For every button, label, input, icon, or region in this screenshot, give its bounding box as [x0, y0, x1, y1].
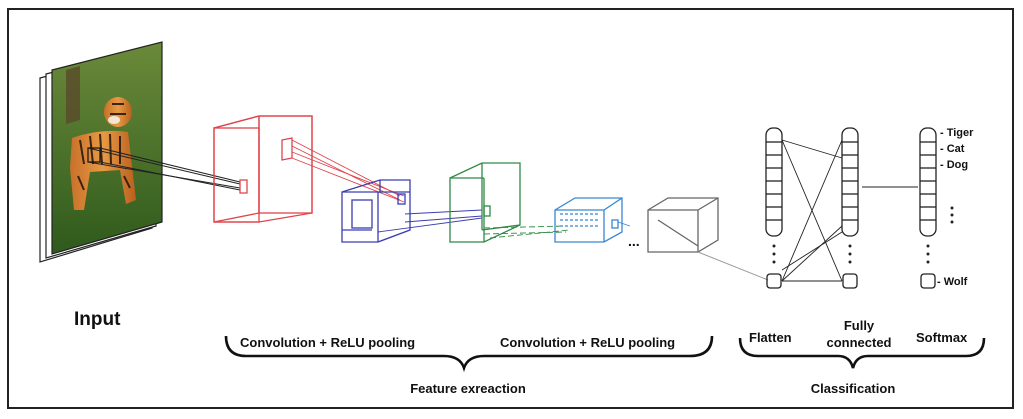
conv1-block	[213, 115, 313, 223]
ellipsis: ...	[628, 233, 640, 249]
group-label-classification: Classification	[811, 381, 896, 396]
output-label-tiger: - Tiger	[940, 127, 974, 139]
flatten-column	[765, 127, 783, 289]
fc-column	[841, 127, 859, 289]
input-to-conv1-lines	[87, 147, 241, 191]
tiger-photo	[51, 41, 163, 255]
conv2-to-pool2-lines	[483, 225, 571, 239]
softmax-dots	[926, 206, 954, 264]
input-image-stack	[39, 41, 163, 263]
stage-label-connected: connected	[826, 335, 891, 350]
stage-label-conv-pool-2: Convolution + ReLU pooling	[500, 335, 675, 350]
conv2-block	[449, 162, 521, 243]
flatten-fc-connections	[781, 139, 843, 282]
output-label-cat: - Cat	[940, 143, 965, 155]
stage-label-flatten: Flatten	[749, 330, 792, 345]
diagram-frame	[7, 8, 1014, 409]
final-to-flatten-line	[697, 251, 769, 281]
classification-brace	[738, 337, 986, 369]
input-label: Input	[74, 309, 121, 330]
stage-label-softmax: Softmax	[916, 330, 968, 345]
group-label-feature: Feature exreaction	[410, 381, 526, 396]
feature-brace	[224, 335, 714, 373]
stage-label-fully: Fully	[844, 318, 875, 333]
fc-dots	[848, 244, 852, 264]
pool2-block	[554, 197, 623, 243]
conv1-to-pool1-lines	[291, 139, 405, 203]
flatten-dots	[772, 244, 776, 264]
final-feature-block	[647, 197, 719, 253]
stage-label-conv-pool-1: Convolution + ReLU pooling	[240, 335, 415, 350]
pool2-to-final-lines	[617, 221, 631, 227]
pool1-to-conv2-lines	[377, 209, 483, 233]
output-label-dog: - Dog	[940, 159, 968, 171]
output-label-wolf: - Wolf	[937, 276, 968, 288]
pool1-block	[341, 179, 411, 243]
softmax-column	[919, 127, 937, 289]
